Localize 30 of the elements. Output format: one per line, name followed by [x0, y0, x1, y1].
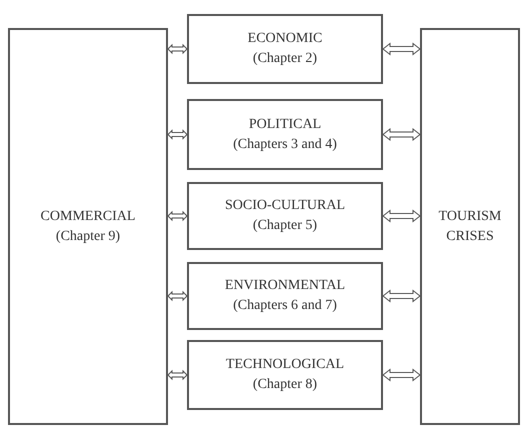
chapter-reference: (Chapter 5)	[252, 217, 318, 235]
label-box	[187, 262, 383, 330]
chapter-reference: (Chapters 6 and 7)	[233, 297, 337, 315]
box-title: ENVIRONMENTAL	[224, 277, 346, 295]
double-arrow	[167, 210, 188, 222]
label-box	[187, 340, 383, 410]
double-arrow	[382, 42, 421, 56]
box-title: ECONOMIC	[248, 30, 322, 48]
label-box	[187, 14, 383, 84]
box-title: POLITICAL	[248, 116, 322, 134]
box-title: TECHNOLOGICAL	[226, 356, 344, 374]
double-arrow	[382, 368, 421, 382]
double-arrow	[382, 209, 421, 223]
double-arrow	[167, 129, 188, 140]
chapter-reference: (Chapters 3 and 4)	[233, 136, 337, 154]
double-arrow	[382, 289, 421, 303]
double-arrow	[167, 290, 188, 302]
double-arrow	[382, 128, 421, 142]
box-title: COMMERCIAL	[40, 208, 136, 226]
box-title: SOCIO-CULTURAL	[224, 197, 346, 215]
label-box	[8, 28, 168, 425]
box-title: TOURISM CRISES	[438, 208, 502, 246]
chapter-reference: (Chapter 2)	[252, 50, 318, 68]
chapter-reference: (Chapter 9)	[56, 228, 120, 246]
double-arrow	[167, 44, 188, 54]
label-box	[187, 182, 383, 250]
chapter-reference: (Chapter 8)	[252, 376, 318, 394]
double-arrow	[167, 370, 188, 380]
label-box	[420, 28, 520, 425]
label-box	[187, 99, 383, 170]
